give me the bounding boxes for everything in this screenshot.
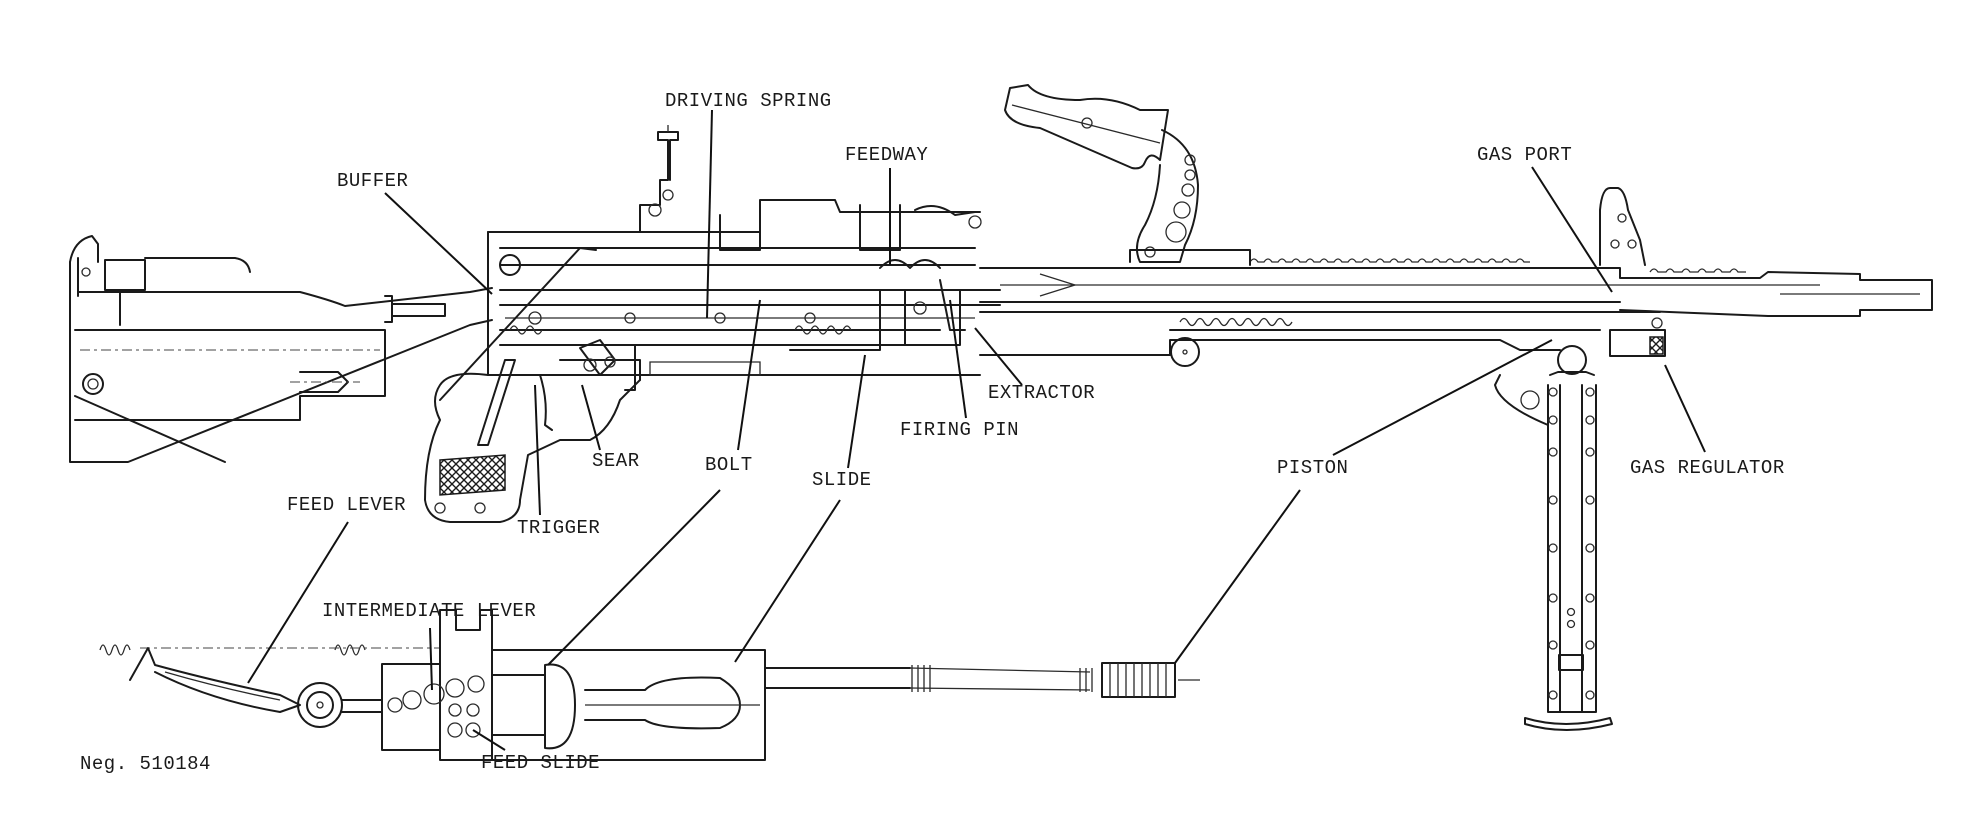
- label-driving-spring: DRIVING SPRING: [665, 90, 832, 112]
- label-feed-lever: FEED LEVER: [287, 494, 407, 516]
- leader-gas-port: [1531, 166, 1613, 293]
- buttstock: [69, 235, 493, 463]
- leader-trigger: [534, 384, 541, 516]
- label-sear: SEAR: [592, 450, 640, 472]
- label-trigger: TRIGGER: [517, 517, 601, 539]
- leader-buffer: [384, 192, 493, 295]
- barrel-assembly: [979, 187, 1933, 367]
- barrel-serrations: [1249, 258, 1530, 263]
- leader-feed-lever: [247, 521, 349, 684]
- leader-intermediate-lever: [429, 627, 433, 691]
- leader-slide-lower: [734, 499, 841, 663]
- pistol-grip: [424, 339, 641, 523]
- feed-lever-diagonal: [439, 247, 597, 401]
- label-extractor: EXTRACTOR: [988, 382, 1096, 404]
- label-feedway: FEEDWAY: [845, 144, 929, 166]
- leader-extractor: [974, 327, 1023, 386]
- label-intermediate-lever: INTERMEDIATE LEVER: [322, 600, 537, 622]
- leader-piston-upper: [1332, 339, 1553, 456]
- leader-bolt-lower: [547, 489, 721, 666]
- leader-driving-spring: [706, 109, 713, 319]
- label-feed-slide: FEED SLIDE: [481, 752, 601, 774]
- label-buffer: BUFFER: [337, 170, 409, 192]
- bipod: [1494, 345, 1613, 731]
- label-bolt: BOLT: [705, 454, 753, 476]
- leader-gas-regulator: [1664, 364, 1706, 453]
- label-firing-pin: FIRING PIN: [900, 419, 1020, 441]
- label-gas-port: GAS PORT: [1477, 144, 1573, 166]
- leader-piston-lower: [1174, 489, 1301, 664]
- leader-sear: [581, 384, 601, 451]
- label-piston: PISTON: [1277, 457, 1349, 479]
- carry-handle: [1004, 84, 1251, 266]
- leader-feed-slide: [472, 729, 506, 751]
- bipod-holes: [1548, 387, 1595, 700]
- negative-number: Neg. 510184: [80, 753, 211, 775]
- leader-bolt-upper: [737, 299, 761, 451]
- leader-firing-pin: [949, 299, 967, 419]
- leader-lines: [247, 109, 1706, 751]
- bolt-slide-assembly: [99, 609, 766, 761]
- piston-rod: [764, 662, 1200, 698]
- leader-slide-upper: [847, 354, 866, 469]
- label-gas-regulator: GAS REGULATOR: [1630, 457, 1785, 479]
- label-slide: SLIDE: [812, 469, 872, 491]
